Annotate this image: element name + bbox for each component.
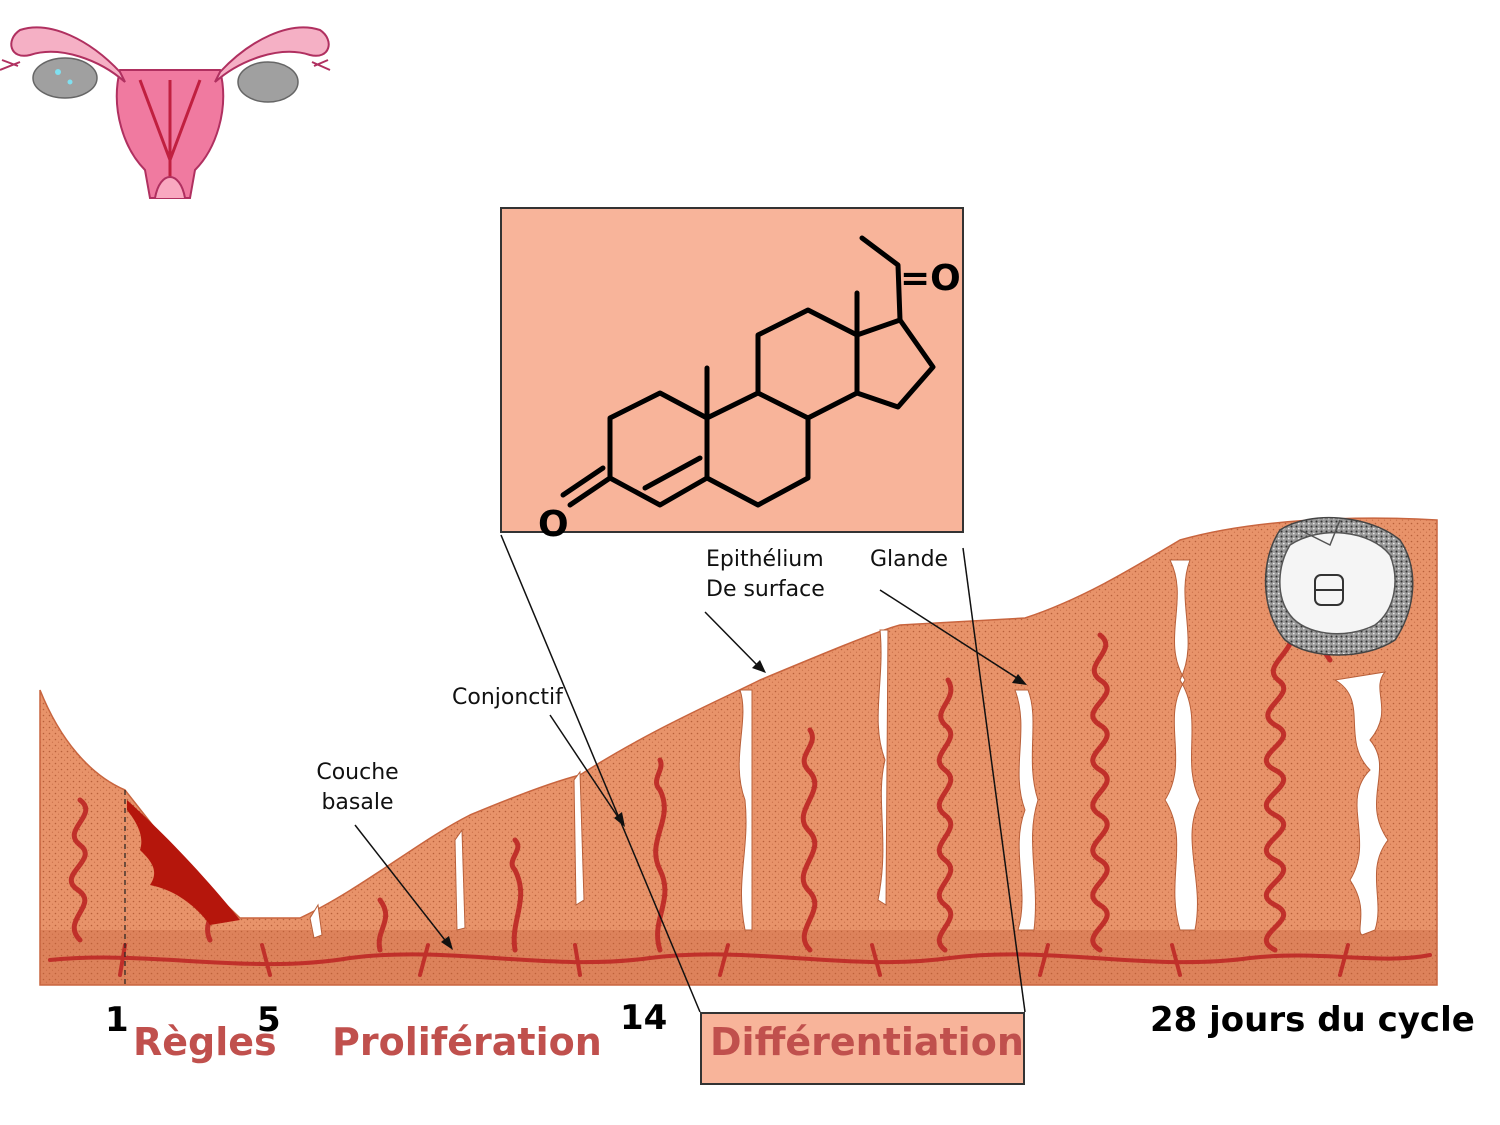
basal-vessels [48,943,1432,977]
label-epithelium: Epithélium De surface [706,545,825,605]
label-couche-line2: basale [321,790,394,815]
label-glande: Glande [870,547,949,572]
label-epithelium-line2: De surface [706,577,825,602]
phase-regles: Règles [133,1020,277,1064]
phase-proliferation: Prolifération [332,1020,602,1064]
label-couche-basale: Couche basale [310,758,405,818]
basal-layer [40,930,1437,985]
differentiation-box [700,1012,1025,1085]
label-couche-line1: Couche [316,760,399,785]
uterus-icon [0,26,331,199]
arrow-heads [441,660,1027,950]
day-5: 5 [257,1000,281,1040]
pointer-arrows [354,589,1021,945]
label-conjonctif: Conjonctif [452,685,563,710]
embryo-implantation [1264,516,1414,656]
molecule-inset-box [500,207,964,533]
day-1: 1 [105,1000,129,1040]
spiral-arteries [68,623,1333,953]
ketone-oxygen-upper: =O [900,258,961,299]
progesterone-molecule [560,235,936,508]
phase-differentiation: Différentiation [710,1020,1024,1064]
glands [309,559,1389,939]
menstrual-blood [127,800,240,925]
day-28-cycle: 28 jours du cycle [1150,1000,1475,1040]
label-epithelium-line1: Epithélium [706,547,824,572]
day-14: 14 [620,998,668,1038]
zoom-lines [500,534,1026,1013]
ketone-oxygen-lower: O [538,504,569,545]
